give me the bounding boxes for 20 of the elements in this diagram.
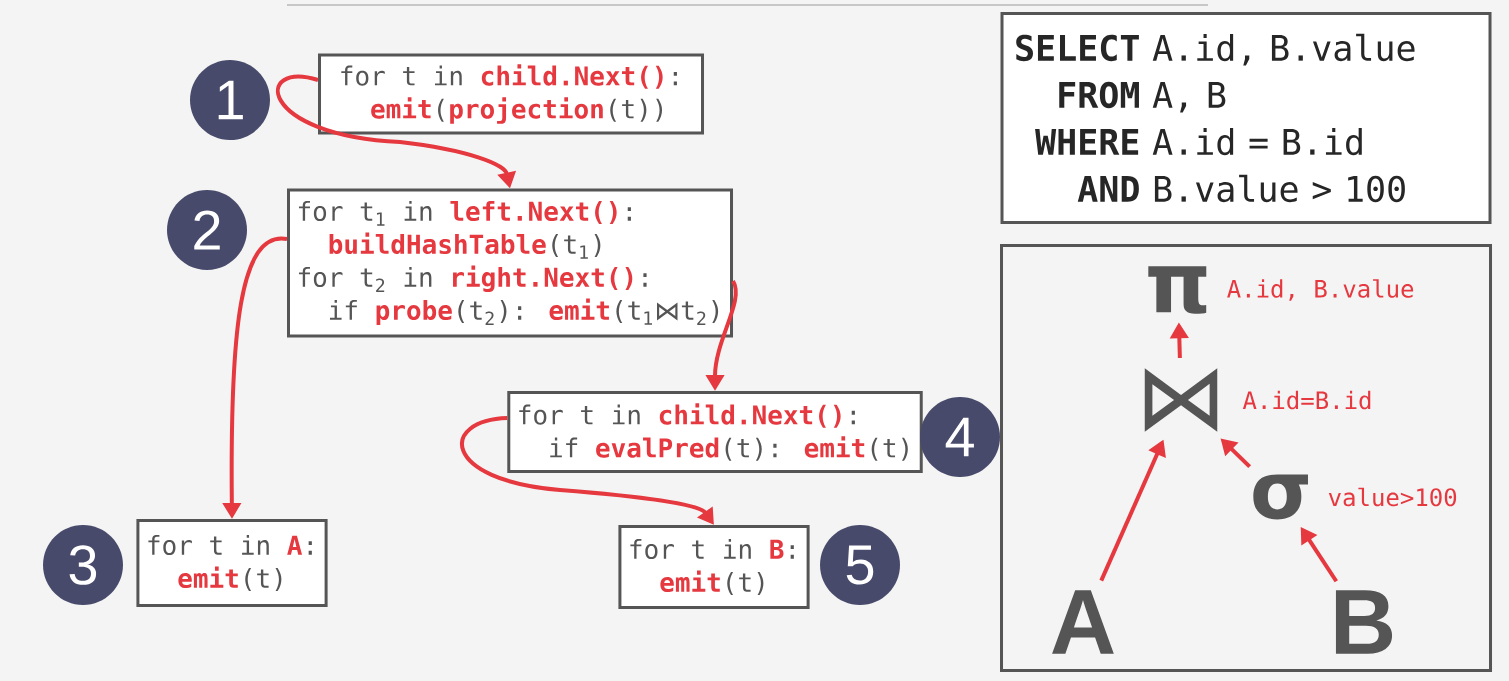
- step-number: 2: [167, 190, 247, 270]
- step-number: 4: [920, 397, 1000, 477]
- step-number: 3: [43, 525, 123, 605]
- step-number: 5: [820, 525, 900, 605]
- code-box: for t in B: emit(t): [618, 525, 810, 609]
- code-box: for t$_{1}$ in left.Next(): buildHashTable(t$_{1}$) for t$_{2}$ in right.Next(): if probe(t$_{2}$): emit(t$_{1}$⋈t$_{2}$): [287, 188, 733, 338]
- relation-label: A: [1052, 590, 1114, 654]
- operator-label: value>100: [1328, 487, 1457, 507]
- operator-symbol: ⋈: [1144, 368, 1218, 432]
- code-box: for t in child.Next(): if evalPred(t): emit(t): [507, 391, 923, 473]
- query-plan-panel: [1000, 244, 1492, 672]
- code-box: for t in child.Next(): emit(projection(t)): [318, 53, 704, 135]
- operator-symbol: σ: [1253, 474, 1308, 520]
- operator-symbol: π: [1148, 266, 1207, 314]
- operator-label: A.id, B.value: [1227, 279, 1414, 301]
- sql-query-box: SELECT A.id, B.value FROM A, B WHERE A.id = B.id AND B.value > 100: [1000, 12, 1492, 224]
- operator-label: A.id=B.id: [1242, 390, 1371, 410]
- relation-label: B: [1335, 590, 1393, 654]
- step-number: 1: [190, 60, 270, 140]
- code-box: for t in A: emit(t): [136, 519, 328, 607]
